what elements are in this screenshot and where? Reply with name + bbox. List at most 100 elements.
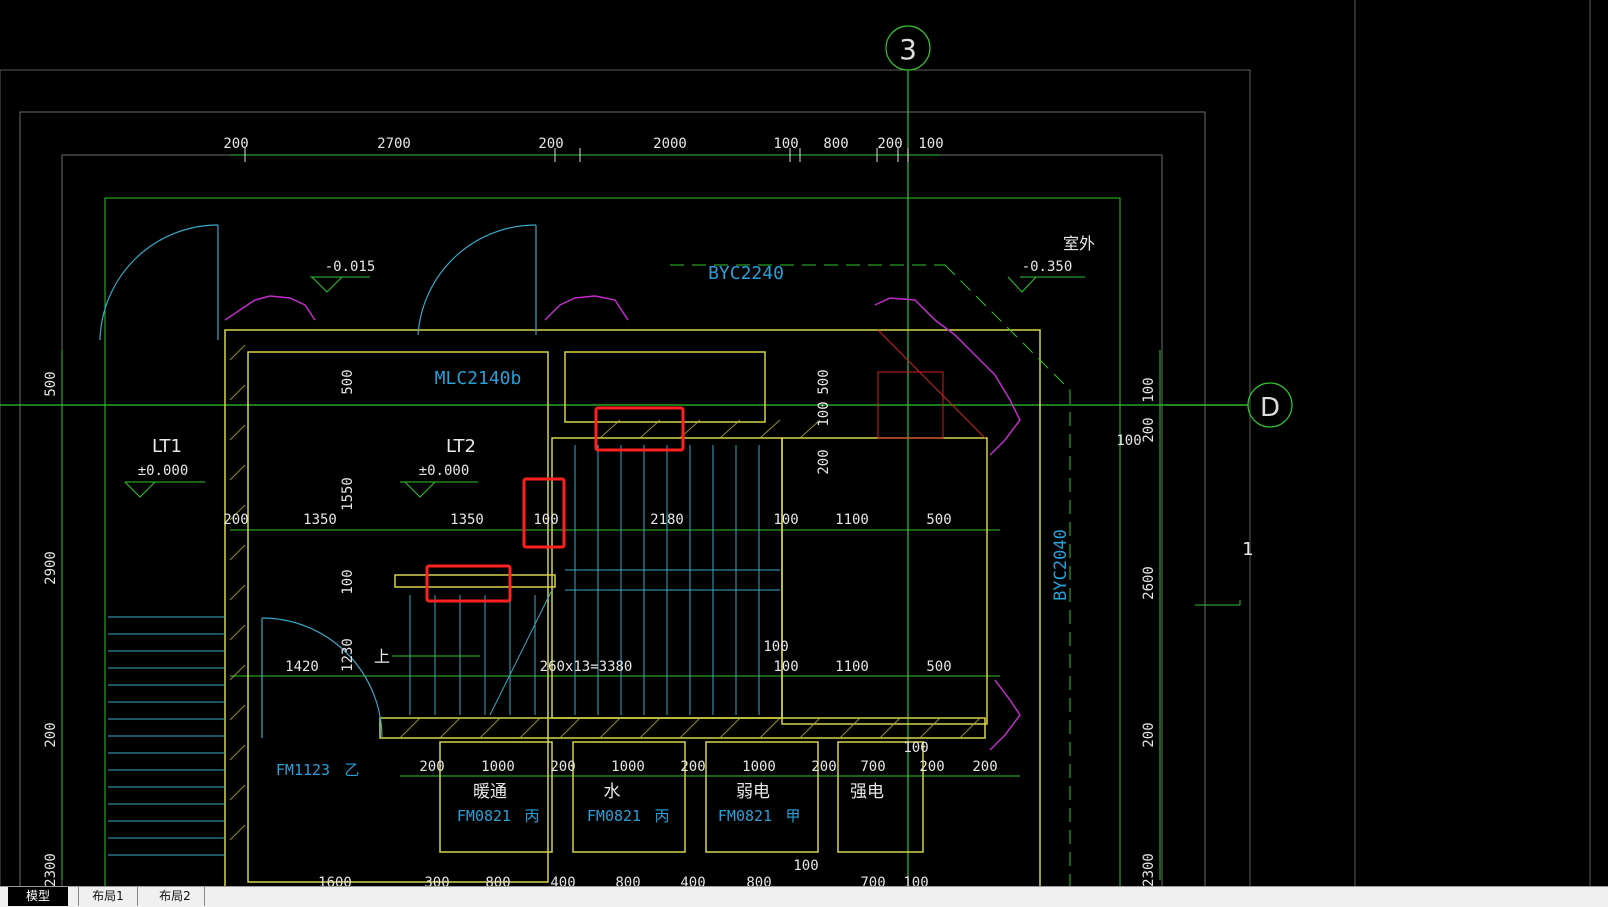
dim-text: 200 — [538, 136, 563, 152]
dim-text: 200 — [811, 759, 836, 775]
dim-text: 2000 — [653, 136, 687, 152]
dim-text: 200 — [223, 136, 248, 152]
room-name: 暖通 — [473, 782, 507, 802]
dim-text: 100 — [340, 569, 356, 594]
dim-text: 200 — [550, 759, 575, 775]
layout-tab-bar: 模型 布局1 布局2 — [0, 886, 1608, 907]
dim-text: 200 — [1141, 417, 1157, 442]
dim-text: 800 — [746, 875, 771, 886]
dim-text: 1000 — [611, 759, 645, 775]
dim-text: 800 — [615, 875, 640, 886]
outdoor-label: 室外 — [1063, 234, 1095, 253]
door-label: FM0821 — [457, 807, 511, 825]
wall-hatch — [229, 344, 981, 841]
dim-text: 1100 — [835, 659, 869, 675]
dimension-lines — [61, 154, 1241, 880]
dim-text: 100 — [533, 512, 558, 528]
top-dimension-labels: 200 2700 200 2000 100 800 200 100 — [223, 136, 943, 152]
tab-layout1[interactable]: 布局1 — [78, 887, 138, 906]
door-label: FM0821 — [718, 807, 772, 825]
outer-boundary-lines — [0, 0, 1591, 886]
stair-run-label: 260x13=3380 — [540, 659, 633, 675]
dim-text: 200 — [919, 759, 944, 775]
door-grade: 甲 — [785, 807, 800, 825]
dim-text: 1600 — [318, 875, 352, 886]
highlight-box-top — [594, 406, 685, 452]
dim-text: 100 — [903, 875, 928, 886]
dim-text: 1350 — [450, 512, 484, 528]
dim-text: 300 — [424, 875, 449, 886]
dim-text: 1100 — [835, 512, 869, 528]
highlight-box-bottom — [425, 564, 512, 603]
dim-text: 700 — [860, 759, 885, 775]
window-label: BYC2240 — [708, 263, 784, 284]
dim-text: 100 — [763, 639, 788, 655]
window-label: BYC2040 — [1051, 529, 1071, 601]
dim-text: 1550 — [340, 477, 356, 511]
dimension-ticks — [244, 148, 909, 162]
tab-layout2[interactable]: 布局2 — [146, 887, 205, 906]
door-label: FM1123 — [276, 761, 330, 779]
dim-text: 200 — [816, 449, 832, 474]
dim-text: 200 — [419, 759, 444, 775]
bottom-dims-row: 1600 300 800 400 800 400 800 100 700 100 — [318, 858, 929, 886]
landscape-edge — [224, 295, 1021, 751]
cad-model-space[interactable]: 3 D — [0, 0, 1608, 886]
door-grade: 丙 — [524, 807, 539, 825]
dim-text: 400 — [550, 875, 575, 886]
dim-text: 200 — [877, 136, 902, 152]
door-label: FM0821 — [587, 807, 641, 825]
dim-text: 800 — [823, 136, 848, 152]
tab-model[interactable]: 模型 — [8, 887, 68, 906]
level-text: -0.015 — [325, 259, 376, 275]
door-swings — [99, 224, 537, 739]
room-dims-row: 200 1000 200 1000 200 1000 200 700 200 2… — [419, 759, 997, 775]
inner-dim-row1: 200 1350 1350 100 2180 100 1100 500 — [223, 512, 951, 528]
dim-text: 700 — [860, 875, 885, 886]
dim-text: 100 — [903, 740, 928, 756]
grid-bubble-D: D — [1260, 393, 1280, 423]
walls — [224, 329, 1041, 886]
stair-up-label: 上 — [374, 647, 390, 666]
dim-text: 2300 — [43, 853, 59, 886]
dim-text: 1350 — [303, 512, 337, 528]
window-label: MLC2140b — [435, 368, 522, 389]
stair-treads — [108, 445, 780, 856]
right-dimension-labels: 100 200 2600 200 2300 — [1141, 377, 1157, 886]
highlight-box-middle — [522, 477, 566, 549]
dim-text: 2600 — [1141, 566, 1157, 600]
inner-vertical-dims: 500 1550 100 1230 500 100 200 — [340, 369, 832, 672]
dim-text: 100 — [793, 858, 818, 874]
dim-text: 2300 — [1141, 853, 1157, 886]
dim-text: 2700 — [377, 136, 411, 152]
dim-text: 200 — [223, 512, 248, 528]
dim-text: 500 — [926, 512, 951, 528]
stray-mark: 1 — [1242, 539, 1253, 560]
door-grade: 丙 — [654, 807, 669, 825]
dim-text: 2180 — [650, 512, 684, 528]
dim-text: 100 — [1116, 433, 1141, 449]
room-name: 弱电 — [736, 782, 770, 802]
highlight-boxes — [425, 406, 685, 603]
dim-text: 400 — [680, 875, 705, 886]
floor-plan-drawing: 3 D — [0, 0, 1591, 886]
dim-text: 100 — [816, 401, 832, 426]
dashed-lines — [670, 264, 1071, 886]
level-text: ±0.000 — [419, 463, 470, 479]
dim-text: 200 — [680, 759, 705, 775]
dim-text: 100 — [918, 136, 943, 152]
dim-text: 100 — [773, 136, 798, 152]
dim-text: 500 — [43, 371, 59, 396]
dim-text: 100 — [1141, 377, 1157, 402]
dim-text: 200 — [1141, 722, 1157, 747]
grid-bubble-3: 3 — [899, 33, 917, 66]
dim-text: 1000 — [481, 759, 515, 775]
dim-text: 500 — [340, 369, 356, 394]
dim-text: 500 — [926, 659, 951, 675]
room-name: 水 — [604, 782, 621, 802]
level-text: ±0.000 — [138, 463, 189, 479]
dim-text: 1230 — [340, 638, 356, 672]
level-markers — [124, 276, 1085, 498]
dim-text: 500 — [816, 369, 832, 394]
stair-name: LT2 — [446, 436, 476, 457]
